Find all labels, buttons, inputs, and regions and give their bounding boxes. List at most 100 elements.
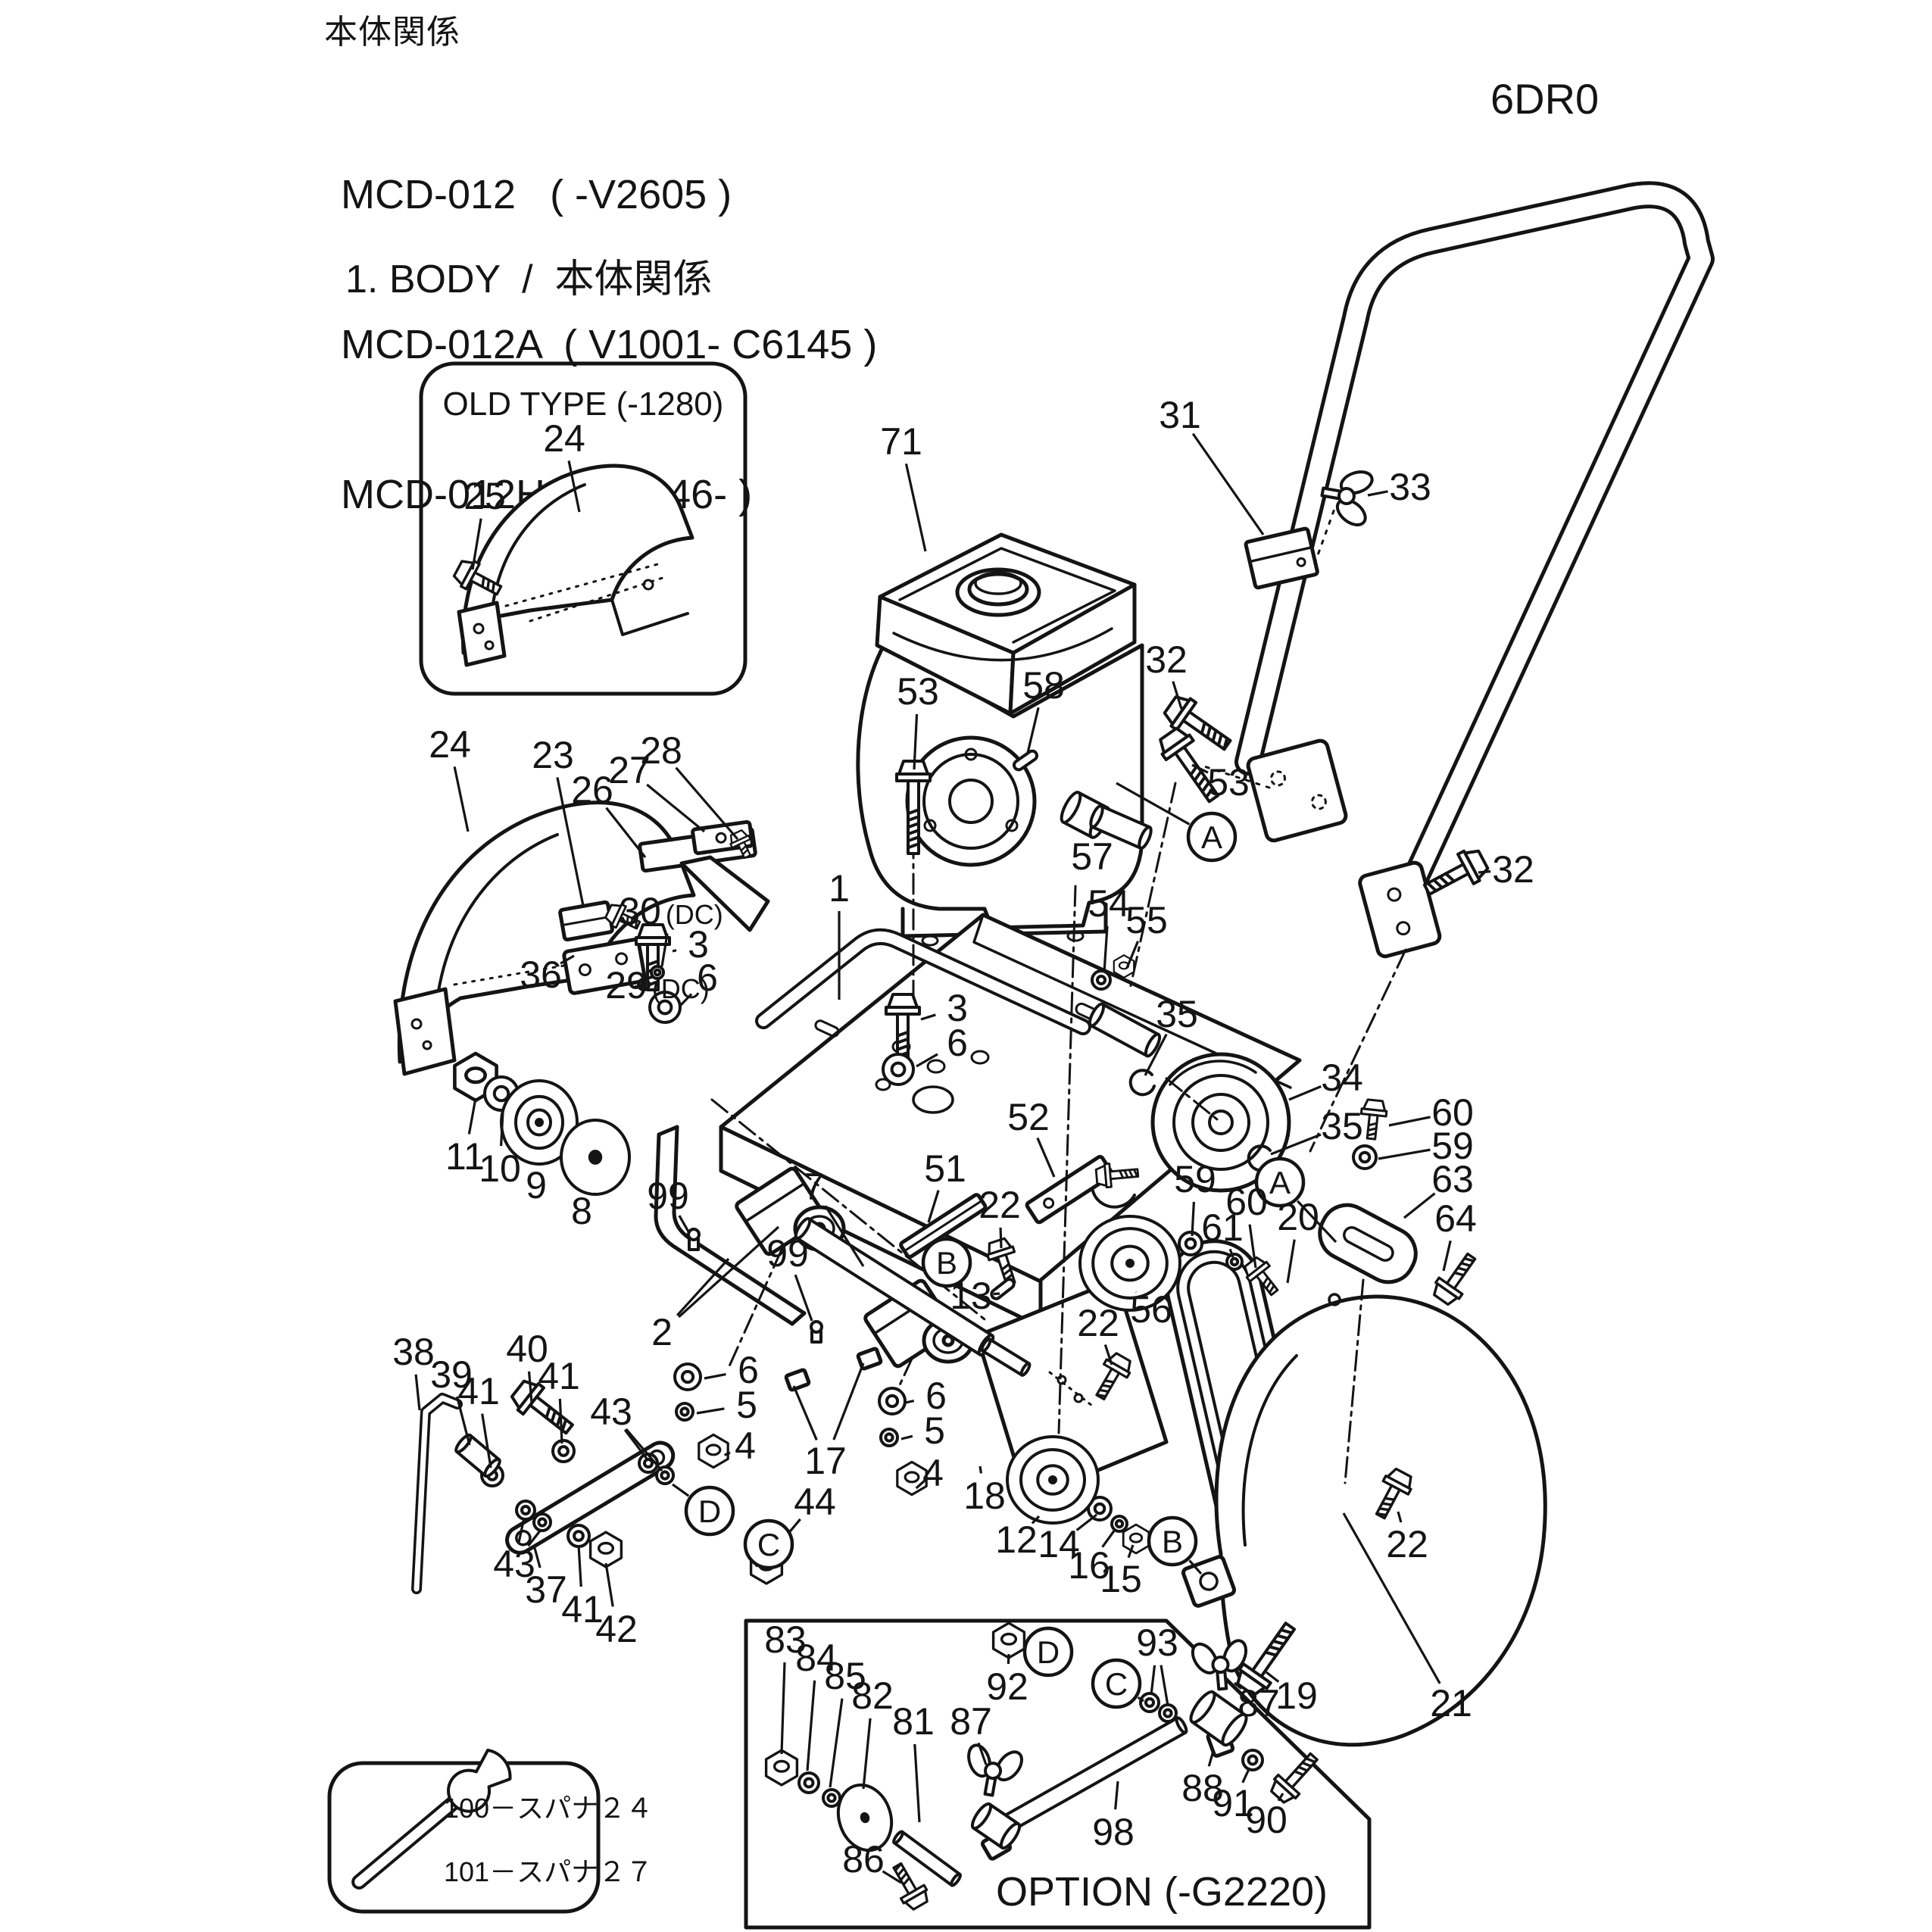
disc-icon [1006, 1435, 1100, 1525]
engine-drawing [856, 532, 1144, 947]
part-label-58: 58 [1022, 664, 1065, 754]
part-label-4: 4 [915, 1452, 944, 1494]
svg-text:99: 99 [766, 1232, 809, 1275]
nut-icon [698, 1433, 729, 1469]
bolt-icon [729, 829, 751, 860]
bracket-63-drawing [1318, 1203, 1418, 1484]
svg-text:58: 58 [1022, 664, 1065, 707]
svg-text:6: 6 [925, 1375, 947, 1417]
svg-text:40: 40 [506, 1328, 548, 1370]
old-type-guard-drawing [457, 463, 694, 667]
part-label-34: 34 [1288, 1057, 1363, 1101]
svg-text:59: 59 [1431, 1125, 1474, 1167]
svg-text:39: 39 [430, 1353, 473, 1396]
svg-text:23: 23 [532, 734, 574, 776]
part-label-19: 19 [1266, 1671, 1318, 1717]
svg-text:3: 3 [947, 987, 968, 1029]
svg-text:5: 5 [736, 1384, 757, 1426]
part-label-C: C [1091, 1658, 1144, 1709]
model-line: MCD-012 ( -V2605 ) [341, 172, 732, 217]
svg-text:4: 4 [735, 1425, 756, 1467]
part-label-22: 22 [1077, 1302, 1119, 1366]
svg-text:87: 87 [1238, 1682, 1280, 1724]
part-label-B: B [1147, 1515, 1203, 1575]
svg-text:43: 43 [493, 1543, 535, 1585]
svg-text:18: 18 [963, 1475, 1006, 1517]
part-label-64: 64 [1434, 1197, 1477, 1272]
blade-guard-drawing [393, 801, 770, 1076]
part-label-41: 41 [457, 1370, 500, 1469]
tool-item-0: 100－スパナ２４ [444, 1793, 653, 1824]
part-label-61: 61 [1201, 1206, 1244, 1258]
svg-text:21: 21 [1430, 1682, 1472, 1724]
washer-icon [1241, 1749, 1264, 1771]
part-label-99: 99 [766, 1232, 813, 1322]
part-label-87: 87 [1233, 1681, 1280, 1724]
svg-text:54: 54 [1088, 882, 1130, 925]
part-label-B: B [921, 1237, 972, 1288]
np-icon [810, 1320, 823, 1344]
svg-text:83: 83 [764, 1618, 807, 1661]
part-label-2: 2 [651, 1225, 780, 1353]
svg-text:24: 24 [543, 417, 585, 460]
svg-text:64: 64 [1434, 1197, 1477, 1240]
part-label-36: 36 [520, 954, 575, 996]
washer-icon [673, 1362, 702, 1391]
bolt-icon [892, 1862, 929, 1911]
svg-text:12: 12 [995, 1518, 1038, 1561]
cyl-icon [1189, 1690, 1248, 1747]
washer-icon [1352, 1144, 1378, 1170]
tool-item-1: 101－スパナ２７ [444, 1856, 653, 1887]
svg-text:41: 41 [457, 1370, 500, 1412]
svg-text:71: 71 [880, 420, 922, 463]
bolt-icon [895, 760, 932, 855]
section-title: 1. BODY / 本体関係 [345, 257, 713, 301]
part-label-22: 22 [1386, 1511, 1428, 1565]
part-label-59: 59 [1174, 1158, 1216, 1237]
part-label-20: 20 [1277, 1196, 1319, 1284]
part-label-43: 43 [493, 1517, 542, 1585]
svg-text:35: 35 [1321, 1105, 1363, 1147]
part-label-6: 6 [916, 1022, 968, 1068]
svg-text:34: 34 [1321, 1057, 1363, 1099]
part-label-63: 63 [1403, 1158, 1474, 1219]
bolt-icon [1094, 1163, 1140, 1189]
svg-text:14: 14 [1038, 1523, 1080, 1565]
part-label-32: 32 [1478, 848, 1534, 891]
washer-icon [515, 1500, 536, 1521]
bolt-icon [1244, 1256, 1279, 1297]
bolt-icon [1375, 1467, 1412, 1520]
svg-text:8: 8 [571, 1190, 592, 1232]
part-label-24: 24 [543, 417, 585, 513]
washer-icon [1178, 1231, 1203, 1256]
svg-text:D: D [698, 1493, 721, 1529]
wrench-icon [351, 1748, 512, 1890]
svg-text:17: 17 [804, 1440, 847, 1482]
part-label-43: 43 [590, 1390, 663, 1472]
part-label-35: 35 [1144, 993, 1198, 1076]
svg-text:41: 41 [561, 1588, 604, 1631]
wing-icon [1191, 1639, 1248, 1691]
part-label-24: 24 [429, 723, 471, 832]
svg-text:D: D [1037, 1634, 1060, 1670]
belt-cover-drawing [1181, 1293, 1547, 1747]
part-label-28: 28 [640, 729, 739, 841]
part-label-27: 27 [608, 749, 706, 833]
cyl-icon [980, 1337, 1032, 1377]
bolt-icon [452, 560, 503, 596]
bolt-icon [1270, 1752, 1319, 1804]
washer-icon [1110, 1515, 1128, 1533]
part-label-55: 55 [1125, 899, 1168, 969]
svg-text:26: 26 [571, 769, 613, 811]
part-label-37: 37 [525, 1547, 567, 1611]
washer-icon [797, 1771, 820, 1794]
washer-icon [648, 991, 682, 1024]
part-label-25: 25 [463, 475, 506, 570]
part-label-91: 91 [1212, 1767, 1254, 1824]
bolt-icon [1422, 849, 1490, 896]
svg-text:91: 91 [1212, 1782, 1254, 1824]
svg-text:38: 38 [392, 1331, 435, 1373]
washer-icon [650, 965, 665, 980]
svg-text:81: 81 [892, 1700, 935, 1743]
part-label-13: 13 [950, 1275, 1000, 1317]
